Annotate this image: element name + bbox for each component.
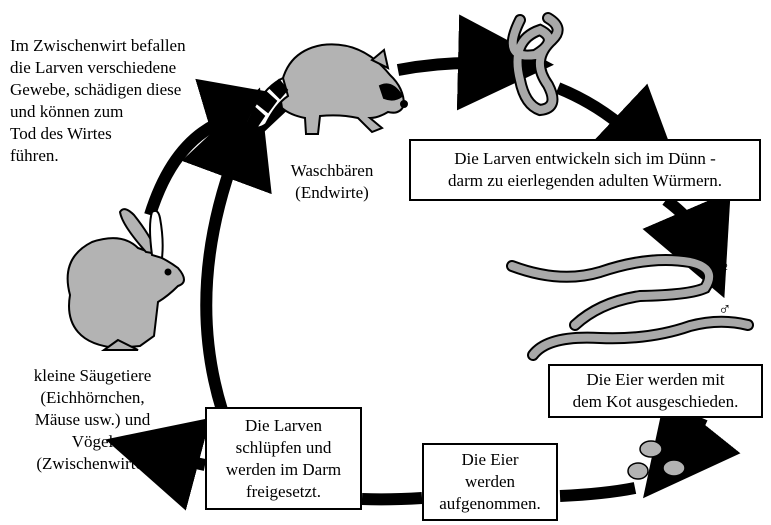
male-symbol: ♂ <box>718 299 732 319</box>
arrow-worm-to-intestine-box <box>555 82 685 185</box>
raccoon-label-line: Waschbären <box>290 161 374 180</box>
small-mammals-label: kleine Säugetiere (Eichhörnchen, Mäuse u… <box>5 365 180 475</box>
note-line: Gewebe, schädigen diese <box>10 80 182 99</box>
larvae-hatch-box: Die Larven schlüpfen und werden im Darm … <box>205 407 362 510</box>
eggs-excreted-line: Die Eier werden mit <box>586 370 725 389</box>
larvae-hatch-line: schlüpfen und <box>235 437 332 457</box>
arrow-box-to-adult-worms <box>642 191 731 299</box>
arrow-raccoon-to-worm <box>396 14 554 111</box>
eggs-ingested-line: werden <box>464 472 516 491</box>
arrow-small-mammals-up-to-raccoon <box>181 87 272 412</box>
small-mammals-line: (Eichhörnchen, <box>40 388 145 407</box>
larvae-hatch-line: Die Larven <box>245 415 322 435</box>
note-line: und können zum <box>10 102 124 121</box>
eggs-ingested-box: Die Eier werden aufgenommen. <box>422 443 558 521</box>
small-mammals-line: Mäuse usw.) und <box>34 410 151 429</box>
rabbit-icon <box>66 208 185 351</box>
larvae-develop-line: darm zu eierlegenden adulten Würmern. <box>448 171 722 190</box>
female-worm-icon <box>506 253 715 331</box>
coiled-worm-icon <box>506 12 564 117</box>
eggs-excreted-box: Die Eier werden mit dem Kot ausgeschiede… <box>548 364 763 418</box>
intermediate-host-note: Im Zwischenwirt befallen die Larven vers… <box>10 35 186 167</box>
raccoon-icon <box>244 43 408 135</box>
female-symbol: ♀ <box>718 257 732 277</box>
arrow-eggs-box-to-eggs <box>643 393 741 499</box>
eggs-icon <box>627 440 686 480</box>
small-mammals-line: (Zwischenwirte) <box>36 454 149 473</box>
eggs-ingested-line: Die Eier <box>461 450 519 469</box>
note-line: Im Zwischenwirt befallen <box>10 36 186 55</box>
arrow-rabbit-to-raccoon <box>144 78 301 217</box>
larvae-develop-line: Die Larven entwickeln sich im Dünn - <box>454 149 716 168</box>
note-line: Tod des Wirtes <box>10 124 112 143</box>
arrow-ingested-to-hatch-box <box>361 492 423 506</box>
larvae-hatch-line: werden im Darm <box>225 459 342 479</box>
arrow-eggs-to-ingested-box <box>559 482 637 502</box>
note-line: führen. <box>10 146 59 165</box>
larvae-develop-box: Die Larven entwickeln sich im Dünn - dar… <box>409 139 761 201</box>
small-mammals-line: Vögel <box>71 432 114 451</box>
male-worm-icon <box>527 315 754 361</box>
eggs-excreted-line: dem Kot ausgeschieden. <box>572 392 739 411</box>
raccoon-label-line: (Endwirte) <box>295 183 369 202</box>
small-mammals-line: kleine Säugetiere <box>33 366 152 385</box>
raccoon-label: Waschbären (Endwirte) <box>282 160 382 204</box>
larvae-hatch-line: freigesetzt. <box>245 481 322 501</box>
note-line: die Larven verschiedene <box>10 58 177 77</box>
arrow-hatch-box-to-small-mammals <box>105 417 211 511</box>
eggs-ingested-line: aufgenommen. <box>439 494 541 513</box>
